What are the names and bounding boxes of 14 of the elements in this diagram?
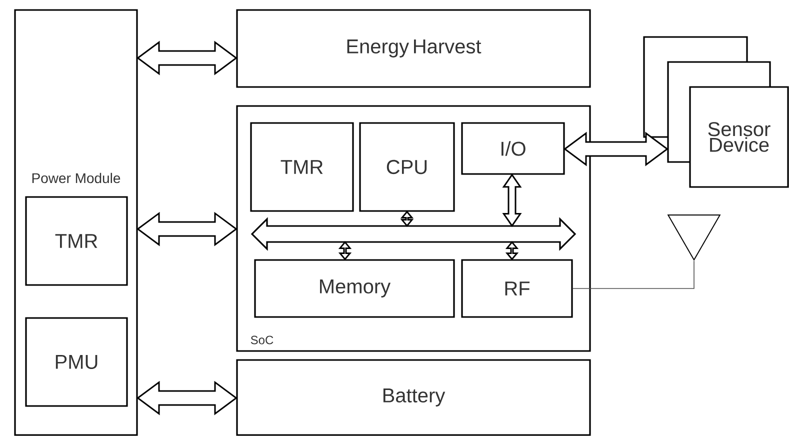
block-box: PMU (25, 317, 128, 407)
block-arrow (400, 210, 414, 227)
block-box: I/O (461, 122, 565, 175)
block-box: Memory (254, 259, 455, 318)
block-box: TMR (25, 196, 128, 286)
block-arrow (505, 241, 519, 260)
block-box: Sensor Device (689, 86, 789, 188)
block-arrow (338, 241, 352, 260)
connector-line (572, 260, 694, 289)
block-box: Battery (236, 359, 591, 436)
block-box: CPU (359, 122, 455, 212)
block-box: TMR (250, 122, 354, 212)
block-box: RF (461, 259, 573, 318)
block-box: Energy Harvest (236, 9, 591, 88)
